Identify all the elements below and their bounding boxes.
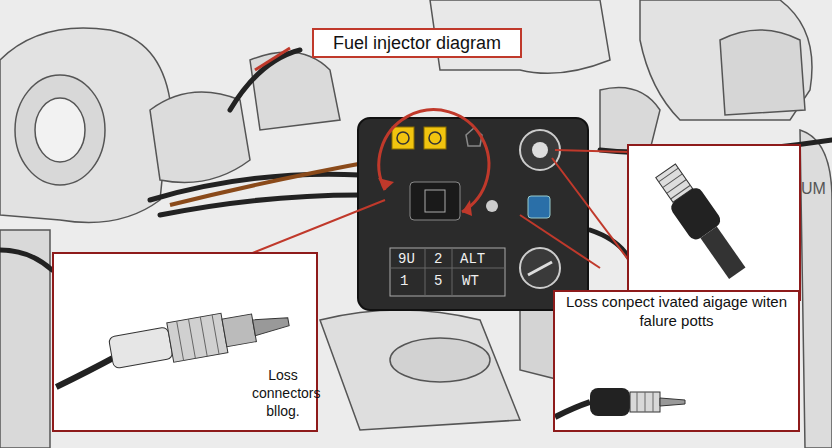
table-cell: 9U — [398, 251, 415, 267]
table-cell: WT — [462, 273, 479, 289]
table-cell: 1 — [400, 273, 408, 289]
callout-text: Loss conpect ivated aigage witen falure … — [561, 292, 792, 330]
diagram-title: Fuel injector diagram — [312, 28, 522, 58]
callout-box: Loss connectors bllog. — [52, 252, 318, 432]
callout-box: Loss conpect ivated aigage witen falure … — [553, 290, 800, 432]
callout-text: Loss connectors bllog. — [252, 366, 314, 420]
part-label: UM — [801, 180, 826, 198]
table-cell: 2 — [434, 251, 442, 267]
table-cell: 5 — [434, 273, 442, 289]
table-cell: ALT — [460, 251, 485, 267]
